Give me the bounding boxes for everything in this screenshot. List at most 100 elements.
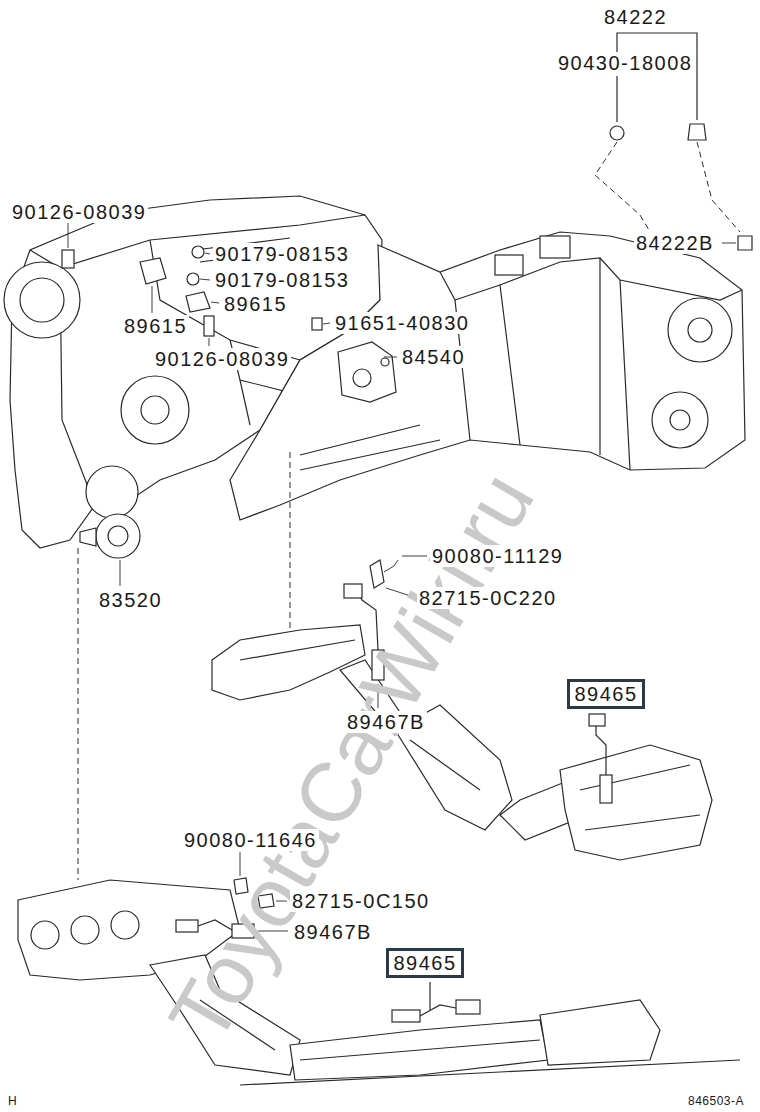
part-number: 90126-08039 bbox=[153, 348, 291, 370]
front-exhaust-shape bbox=[410, 740, 480, 790]
top-plugs-84222-shape bbox=[616, 40, 617, 52]
callout-box: 89465 bbox=[386, 948, 464, 978]
lower-o2-sensors-shape bbox=[234, 878, 248, 894]
front-exhaust-shape bbox=[580, 765, 700, 830]
front-exhaust-shape bbox=[290, 452, 291, 628]
part-number: 90080-11646 bbox=[182, 829, 319, 851]
callout-number: 89465 bbox=[574, 683, 637, 705]
speed-sensors-89615-shape bbox=[186, 292, 210, 312]
engine-shape bbox=[141, 396, 169, 424]
callout-number: 89467B bbox=[345, 711, 427, 733]
top-plugs-84222-shape bbox=[738, 236, 752, 250]
upper-o2-sensors-shape bbox=[402, 556, 427, 557]
lower-o2-sensors-shape bbox=[456, 1000, 480, 1014]
sensor-83520-shape bbox=[96, 514, 140, 558]
transmission-shape bbox=[652, 392, 708, 448]
top-plugs-84222-shape bbox=[617, 33, 697, 120]
upper-o2-sensors-shape bbox=[370, 560, 384, 588]
transmission-shape bbox=[668, 298, 732, 362]
front-exhaust-shape bbox=[240, 640, 355, 660]
upper-o2-sensors-shape bbox=[596, 722, 606, 775]
lower-o2-sensors-shape bbox=[232, 924, 254, 938]
leader-lines-shape bbox=[68, 222, 69, 248]
leader-lines bbox=[68, 222, 397, 586]
lower-exhaust-shape bbox=[540, 1000, 660, 1065]
top-plugs-84222-shape bbox=[610, 126, 624, 140]
leader-lines-shape bbox=[384, 357, 397, 358]
part-number: 90126-08039 bbox=[10, 201, 148, 223]
leader-lines-shape bbox=[200, 279, 210, 280]
lower-o2-sensors-shape bbox=[420, 1005, 456, 1016]
upper-o2-sensors-shape bbox=[378, 684, 379, 708]
upper-o2-sensors-shape bbox=[386, 588, 414, 597]
lower-exhaust-shape bbox=[71, 916, 99, 944]
lower-o2-sensors-shape bbox=[198, 920, 232, 930]
front-exhaust-shape bbox=[212, 625, 365, 700]
engine-shape bbox=[240, 380, 250, 425]
transmission-shape bbox=[688, 318, 712, 342]
lower-o2-sensors-shape bbox=[276, 901, 287, 902]
view-code: H bbox=[6, 1095, 19, 1108]
part-number: 82715-0C220 bbox=[417, 587, 559, 609]
lower-o2-sensors-shape bbox=[429, 982, 430, 1010]
callout-number: 89465 bbox=[393, 952, 456, 974]
speed-sensors-89615-shape bbox=[187, 273, 199, 285]
top-plugs-84222-shape bbox=[616, 76, 617, 122]
speed-sensors-89615-shape bbox=[312, 318, 322, 330]
callout-box: 89465 bbox=[567, 679, 645, 709]
engine-shape bbox=[20, 278, 64, 322]
lower-exhaust-shape bbox=[78, 548, 79, 880]
callout-number: 89615 bbox=[222, 293, 289, 315]
upper-o2-sensors-shape bbox=[344, 584, 362, 598]
part-number: 90179-08153 bbox=[213, 243, 351, 265]
upper-o2-sensors-shape bbox=[589, 714, 605, 726]
part-number: 90179-08153 bbox=[213, 269, 351, 291]
leader-lines-shape bbox=[323, 323, 330, 324]
upper-o2-sensors-shape bbox=[600, 775, 612, 803]
transmission-shape bbox=[495, 255, 523, 275]
upper-o2-sensors-shape bbox=[358, 592, 378, 650]
transmission-shape bbox=[540, 236, 570, 258]
upper-o2-sensors-shape bbox=[372, 650, 384, 680]
lower-exhaust-shape bbox=[200, 1000, 275, 1050]
part-number: 90080-11129 bbox=[430, 545, 565, 567]
callout-number: 89615 bbox=[122, 315, 189, 337]
sensor-83520 bbox=[80, 514, 140, 558]
top-plugs-84222-shape bbox=[722, 243, 736, 244]
engine-shape bbox=[121, 376, 189, 444]
leader-lines-shape bbox=[120, 560, 121, 586]
lower-o2-sensors-shape bbox=[258, 931, 288, 932]
lower-o2-sensors-shape bbox=[258, 894, 274, 908]
lower-exhaust bbox=[18, 548, 740, 1085]
callout-number: 83520 bbox=[97, 589, 164, 611]
transmission-shape bbox=[300, 425, 440, 470]
lower-exhaust-shape bbox=[31, 921, 59, 949]
speed-sensors-89615-shape bbox=[192, 246, 204, 258]
top-plugs-84222-shape bbox=[688, 124, 706, 140]
switch-84540 bbox=[338, 342, 396, 402]
engine-shape bbox=[86, 466, 138, 518]
callout-number: 84540 bbox=[400, 346, 467, 368]
part-number: 90430-18008 bbox=[556, 52, 694, 74]
callout-number: 84222B bbox=[634, 232, 716, 254]
switch-84540-shape bbox=[338, 342, 396, 402]
sensor-83520-shape bbox=[80, 528, 96, 546]
top-plugs-84222-shape bbox=[697, 142, 740, 232]
front-exhaust bbox=[212, 452, 712, 860]
lower-o2-sensors bbox=[176, 852, 480, 1022]
lower-exhaust-shape bbox=[111, 911, 139, 939]
part-number: 82715-0C150 bbox=[290, 890, 432, 912]
part-number: 91651-40830 bbox=[333, 312, 471, 334]
lower-exhaust-shape bbox=[240, 1060, 740, 1085]
upper-o2-sensors-shape bbox=[384, 560, 398, 572]
switch-84540-shape bbox=[381, 358, 389, 366]
callout-number: 89467B bbox=[292, 921, 374, 943]
figure-number: 846503-A bbox=[686, 1095, 746, 1108]
transmission-shape bbox=[500, 258, 600, 455]
transmission-shape bbox=[670, 410, 690, 430]
speed-sensors-89615-shape bbox=[140, 258, 166, 284]
top-plugs-84222-shape bbox=[595, 142, 655, 240]
leader-lines-shape bbox=[152, 286, 153, 313]
